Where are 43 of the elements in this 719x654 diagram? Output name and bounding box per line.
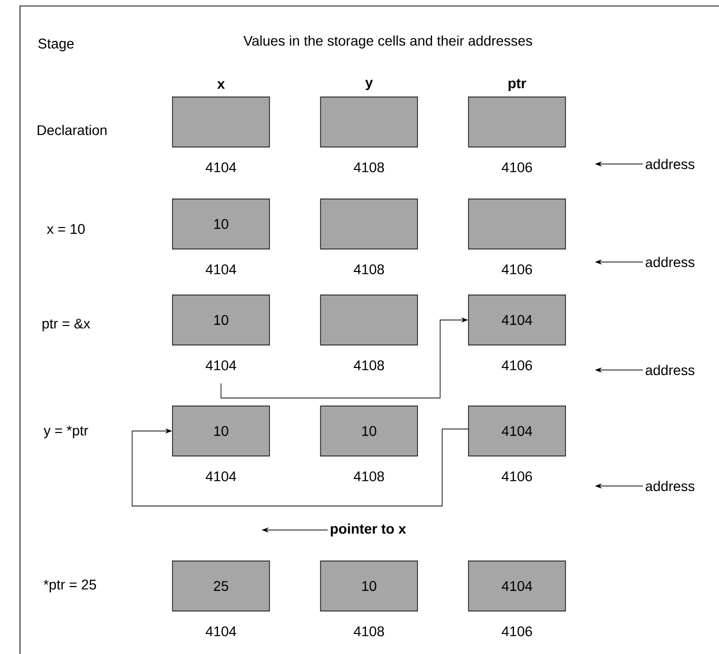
stage-label: *ptr = 25 xyxy=(44,580,96,592)
memory-cell: 10 xyxy=(172,294,270,346)
address-number: 4104 xyxy=(206,626,236,636)
memory-cell xyxy=(468,198,566,250)
address-number: 4106 xyxy=(502,471,532,482)
memory-cell xyxy=(320,294,418,346)
address-label: address xyxy=(646,256,694,268)
address-number: 4108 xyxy=(354,264,384,274)
memory-cell: 4104 xyxy=(468,294,566,346)
stage-label: ptr = &x xyxy=(42,318,90,332)
address-number: 4108 xyxy=(354,162,384,172)
address-number: 4104 xyxy=(206,162,236,172)
stage-label: Declaration xyxy=(38,124,106,136)
memory-cell: 4104 xyxy=(468,560,566,612)
stage-label: x = 10 xyxy=(46,224,85,234)
address-number: 4106 xyxy=(502,264,532,274)
address-number: 4104 xyxy=(206,360,236,370)
memory-cell: 10 xyxy=(320,560,418,612)
memory-cell xyxy=(172,96,270,148)
memory-cell: 4104 xyxy=(468,406,566,456)
memory-cell: 10 xyxy=(172,198,270,250)
memory-cell: 10 xyxy=(320,406,418,456)
memory-cell xyxy=(468,96,566,148)
memory-cell: 25 xyxy=(172,560,270,612)
pointer-note: pointer to x xyxy=(330,523,406,537)
stage-heading: Stage xyxy=(38,38,74,52)
column-heading: Values in the storage cells and their addresses xyxy=(243,35,532,49)
address-number: 4108 xyxy=(354,360,384,370)
memory-cell: 10 xyxy=(172,406,270,456)
address-number: 4108 xyxy=(354,471,384,482)
address-label: address xyxy=(646,158,694,170)
stage-label: y = *ptr xyxy=(44,426,88,438)
memory-cell xyxy=(320,96,418,148)
address-number: 4106 xyxy=(502,162,532,172)
address-number: 4104 xyxy=(206,471,236,482)
address-label: address xyxy=(646,364,694,376)
arrow xyxy=(132,428,468,506)
address-number: 4104 xyxy=(206,264,236,274)
address-number: 4108 xyxy=(354,626,384,636)
address-label: address xyxy=(646,480,694,492)
memory-cell xyxy=(320,198,418,250)
address-number: 4106 xyxy=(502,360,532,370)
address-number: 4106 xyxy=(502,626,532,636)
